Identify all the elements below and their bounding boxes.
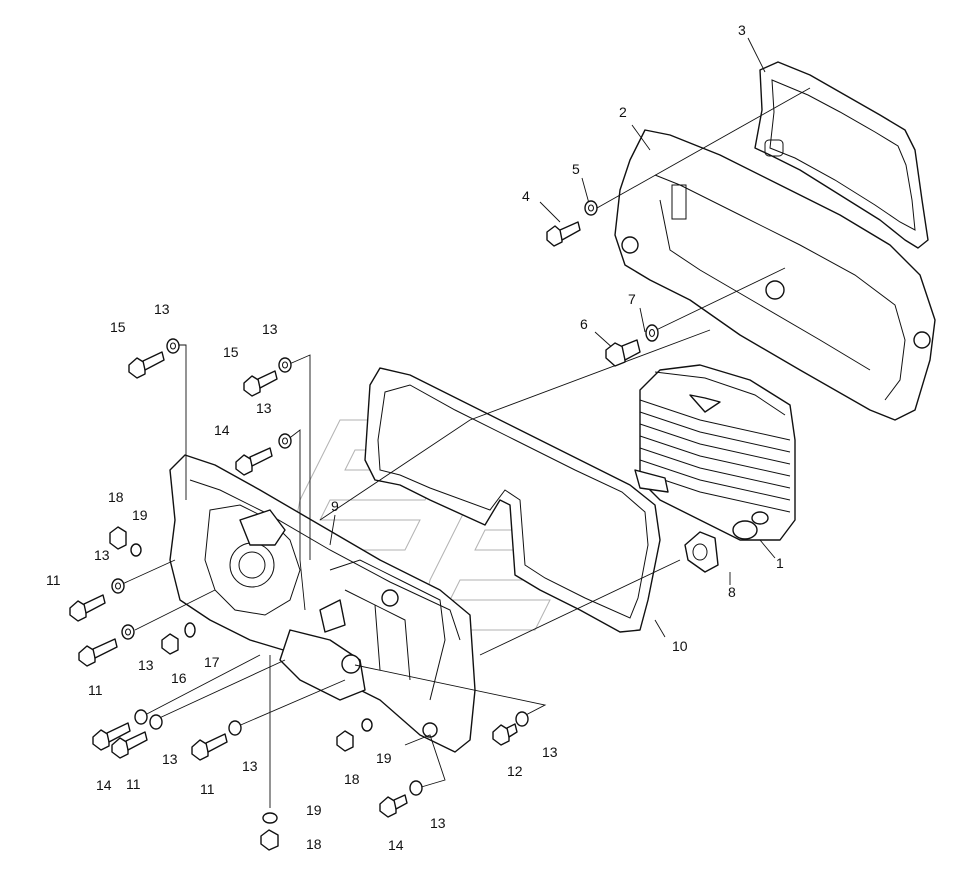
callout-12: 12 <box>507 763 523 779</box>
bolt-part-15-middle <box>243 370 278 397</box>
gasket-part-8 <box>684 531 719 573</box>
callout-3: 3 <box>738 22 746 38</box>
plug-part-18-center <box>336 730 354 752</box>
bolt-part-11-lower-right <box>191 733 228 761</box>
oil-cooler-cover-assembly <box>169 454 476 753</box>
callout-18-a: 18 <box>108 489 124 505</box>
bolt-part-12 <box>492 723 518 746</box>
bolt-part-15-upper <box>128 351 165 379</box>
callout-19-a: 19 <box>132 507 148 523</box>
washer-part-13-lower-a <box>134 709 148 725</box>
bolt-part-14-lower-left <box>92 722 131 751</box>
callout-13-g: 13 <box>242 758 258 774</box>
callout-18-c: 18 <box>306 836 322 852</box>
callout-4: 4 <box>522 188 530 204</box>
washer-part-13-lower-c <box>228 720 242 736</box>
callout-17: 17 <box>204 654 220 670</box>
callout-13-b: 13 <box>262 321 278 337</box>
callout-6: 6 <box>580 316 588 332</box>
washer-part-13-upper-right <box>278 433 292 449</box>
callout-15-a: 15 <box>110 319 126 335</box>
callout-19-b: 19 <box>376 750 392 766</box>
callout-2: 2 <box>619 104 627 120</box>
washer-part-7 <box>645 324 659 342</box>
oil-cooler-housing-part-2 <box>614 129 936 421</box>
callout-13-h: 13 <box>542 744 558 760</box>
callout-10: 10 <box>672 638 688 654</box>
callout-11-d: 11 <box>200 781 215 797</box>
callout-9: 9 <box>331 498 339 514</box>
callout-7: 7 <box>628 291 636 307</box>
oil-cooler-core-part-1 <box>634 364 796 541</box>
plug-part-18-upper <box>109 526 127 550</box>
washer-part-13-upper <box>166 338 180 354</box>
callout-13-i: 13 <box>430 815 446 831</box>
leader-lines <box>119 37 811 808</box>
callout-15-b: 15 <box>223 344 239 360</box>
plug-part-16 <box>161 633 179 655</box>
callout-labels: 1 2 3 4 5 6 7 8 9 10 11 11 11 11 12 13 1… <box>46 22 784 853</box>
washer-part-13-middle <box>278 357 292 373</box>
callout-13-c: 13 <box>256 400 272 416</box>
bolt-part-11-upper <box>69 594 106 622</box>
bolt-part-14-lower <box>379 794 408 818</box>
plug-part-18-bottom <box>260 829 279 851</box>
seal-part-19-bottom <box>262 812 278 824</box>
gasket-part-10 <box>364 367 661 633</box>
callout-13-d: 13 <box>94 547 110 563</box>
seal-part-17 <box>184 622 196 638</box>
callout-11-a: 11 <box>46 572 61 588</box>
callout-13-e: 13 <box>138 657 154 673</box>
bolt-part-14-upper <box>235 447 273 476</box>
callout-19-c: 19 <box>306 802 322 818</box>
washer-part-13-lower-b <box>149 714 163 730</box>
callout-11-b: 11 <box>88 682 103 698</box>
callout-14-a: 14 <box>214 422 230 438</box>
callout-14-c: 14 <box>388 837 404 853</box>
callout-11-c: 11 <box>126 776 141 792</box>
callout-18-b: 18 <box>344 771 360 787</box>
callout-5: 5 <box>572 161 580 177</box>
callout-13-f: 13 <box>162 751 178 767</box>
seal-part-19-upper <box>130 543 142 557</box>
washer-part-13-right <box>515 711 529 727</box>
callout-16: 16 <box>171 670 187 686</box>
bolt-part-11-lower-left <box>111 731 148 759</box>
gasket-part-3 <box>754 61 929 249</box>
callout-1: 1 <box>776 555 784 571</box>
bolt-part-11-middle <box>78 638 118 667</box>
washer-part-13-left-middle <box>121 624 135 640</box>
bolt-part-4 <box>546 221 581 247</box>
callout-13-a: 13 <box>154 301 170 317</box>
washer-part-13-bottom <box>409 780 423 796</box>
washer-part-5 <box>584 200 598 216</box>
bolt-part-6 <box>605 339 641 367</box>
seal-part-19-center <box>361 718 373 732</box>
callout-8: 8 <box>728 584 736 600</box>
washer-part-13-left <box>111 578 125 594</box>
callout-14-b: 14 <box>96 777 112 793</box>
